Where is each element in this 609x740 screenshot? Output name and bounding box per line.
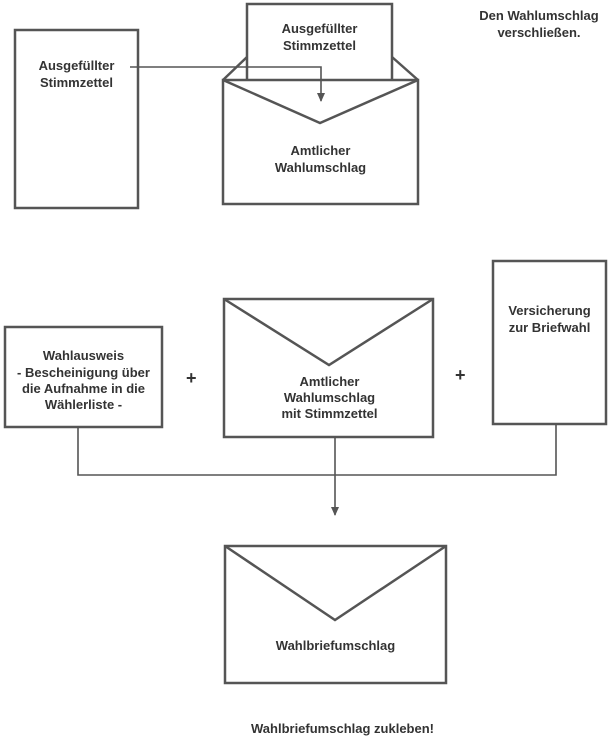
sealed-envelope-label: Amtlicher Wahlumschlag mit Stimmzettel bbox=[281, 374, 378, 421]
insert-ballot-arrow bbox=[130, 66, 325, 102]
official-envelope-open-flap bbox=[222, 56, 248, 81]
voting-card-title: Wahlausweis bbox=[42, 348, 125, 363]
ballot-paper-left bbox=[13, 28, 140, 210]
sealed-envelope-flap bbox=[223, 297, 434, 367]
official-envelope-label: Amtlicher Wahlumschlag bbox=[274, 143, 367, 175]
plus-sign-left: + bbox=[186, 368, 197, 388]
plus-sign-right: + bbox=[455, 365, 466, 385]
instruction-close-return-envelope: Wahlbriefumschlag zukleben! bbox=[251, 721, 434, 736]
ballot-left-label: Ausgefüllter Stimmzettel bbox=[38, 58, 115, 90]
return-envelope-label: Wahlbriefumschlag bbox=[275, 638, 396, 653]
voting-card-detail: - Bescheinigung über die Aufnahme in die… bbox=[17, 365, 150, 412]
ballot-in-envelope-label: Ausgefüllter Stimmzettel bbox=[281, 21, 358, 53]
declaration-box bbox=[491, 259, 608, 426]
connector-lines bbox=[77, 424, 557, 476]
official-envelope-front-v bbox=[222, 78, 419, 125]
return-envelope bbox=[223, 544, 448, 685]
return-envelope-flap bbox=[224, 544, 447, 622]
instruction-seal-envelope: Den Wahlumschlag verschließen. bbox=[479, 8, 599, 40]
voting-card-box bbox=[3, 325, 164, 429]
declaration-label: Versicherung zur Briefwahl bbox=[508, 303, 591, 335]
official-envelope-open-flap-right bbox=[391, 56, 419, 81]
